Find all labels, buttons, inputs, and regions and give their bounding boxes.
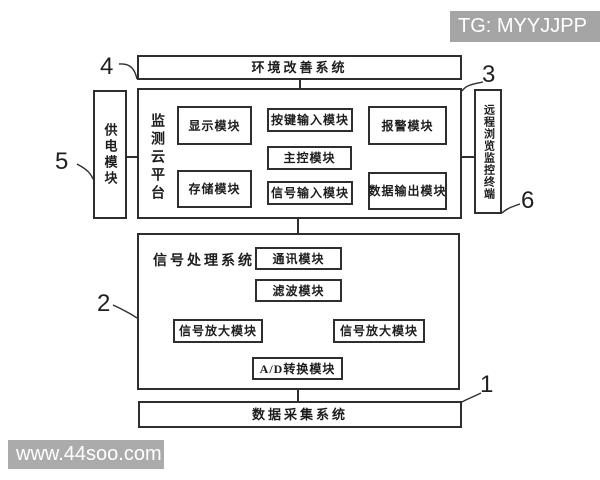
watermark-bottom-left: www.44soo.com (8, 440, 164, 469)
leader-ref1 (461, 392, 482, 403)
ref-label-3: 3 (482, 61, 496, 88)
signal-amplifier-module-left-box: 信号放大模块 (173, 319, 263, 343)
leader-ref6 (501, 203, 521, 214)
signal-processing-system-label: 信号处理系统 (153, 254, 255, 269)
ref-label-1: 1 (480, 371, 494, 398)
communication-module-box: 通讯模块 (255, 247, 342, 270)
leader-ref5 (76, 163, 94, 180)
leader-ref4 (118, 63, 138, 80)
display-module-box: 显示模块 (177, 106, 252, 145)
data-output-module-box: 数据输出模块 (368, 172, 447, 210)
ref-label-5: 5 (55, 148, 69, 175)
remote-browsing-terminal-box: 远程浏览监控终端 (474, 89, 502, 214)
data-acquisition-system-box: 数据采集系统 (138, 401, 462, 428)
ref-label-4: 4 (100, 53, 114, 80)
ref-label-2: 2 (97, 290, 111, 317)
ad-converter-module-box: A/D转换模块 (252, 357, 343, 380)
monitoring-cloud-platform-label: 监测云平台 (149, 113, 164, 203)
filter-module-box: 滤波模块 (255, 279, 342, 302)
main-control-module-box: 主控模块 (267, 146, 352, 170)
key-input-module-box: 按键输入模块 (267, 108, 353, 132)
power-supply-module-box: 供电模块 (93, 90, 127, 219)
leader-ref3 (461, 81, 484, 92)
signal-amplifier-module-right-box: 信号放大模块 (333, 319, 425, 343)
watermark-top-right: TG: MYYJJPP (450, 11, 600, 42)
leader-ref2 (112, 304, 138, 319)
alarm-module-box: 报警模块 (368, 106, 447, 145)
storage-module-box: 存储模块 (177, 170, 252, 208)
ref-label-6: 6 (521, 187, 535, 214)
environment-improvement-system-box: 环境改善系统 (137, 55, 462, 80)
signal-input-module-box: 信号输入模块 (267, 181, 353, 205)
